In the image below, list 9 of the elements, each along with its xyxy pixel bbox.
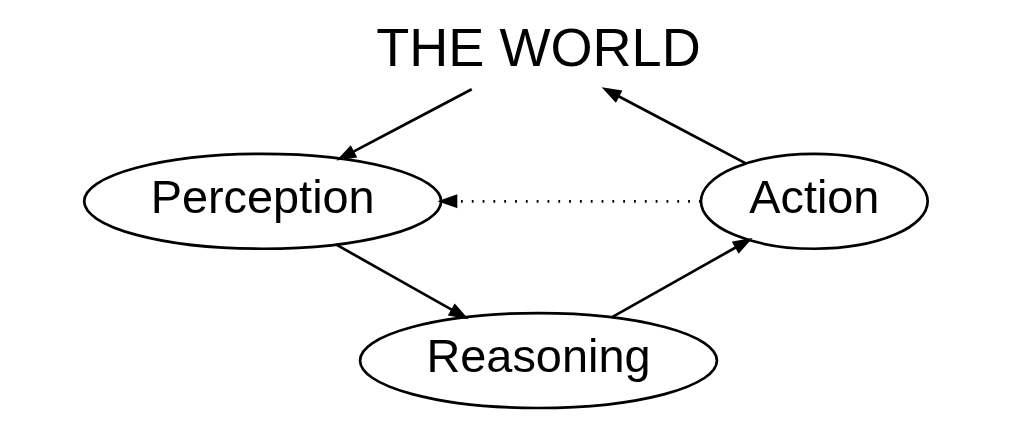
node-ellipse: Reasoning xyxy=(358,311,718,410)
arrow xyxy=(610,237,753,319)
arrow xyxy=(335,88,472,161)
arrow xyxy=(601,87,746,165)
node-ellipse: Action xyxy=(699,152,929,251)
arrow xyxy=(436,194,701,209)
node-text: THE WORLD xyxy=(375,16,701,77)
arrow xyxy=(334,243,469,320)
node-ellipse: Perception xyxy=(82,152,442,251)
